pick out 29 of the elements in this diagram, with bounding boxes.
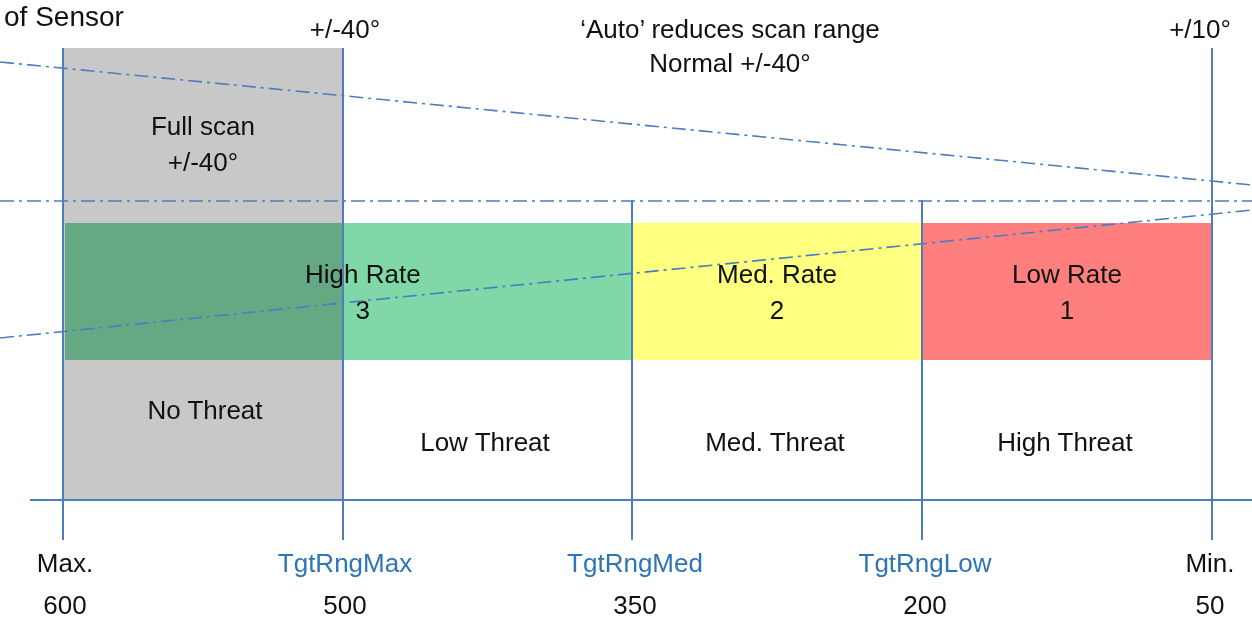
tick-value: 200 [902,589,948,621]
low-rate-band [922,223,1212,360]
high-rate-band [65,223,632,360]
tick-value: 50 [1194,589,1226,621]
angle-label: +/-40° [308,13,382,46]
axis-label: TgtRngLow [857,547,993,580]
node-text: Low Rate [1012,257,1122,291]
scan-note: ‘Auto’ reduces scan range Normal +/-40° [579,13,881,80]
node-text: +/-40° [166,146,240,179]
node-text: 1 [1058,293,1076,327]
node-text: Full scan [150,110,255,143]
node-text: High Threat [997,426,1133,459]
node-text: 2 [768,293,786,327]
node-text: No Threat [147,394,263,427]
med-rate-band [632,223,922,360]
axis-label: TgtRngMax [276,547,414,580]
node-text: 3 [354,293,372,327]
axis-label: Min. [1184,547,1236,580]
axis-label: TgtRngMed [566,547,704,580]
node-text: High Rate [305,257,421,291]
tick-value: 600 [42,589,88,621]
heading: of Sensor [4,0,125,34]
tick-value: 350 [612,589,658,621]
axis-label: Max. [35,547,95,580]
node-text: Med. Threat [705,426,845,459]
angle-label: +/10° [1168,13,1232,46]
node-text: Med. Rate [717,257,837,291]
node-text: Low Threat [420,426,550,459]
tick-value: 500 [322,589,368,621]
